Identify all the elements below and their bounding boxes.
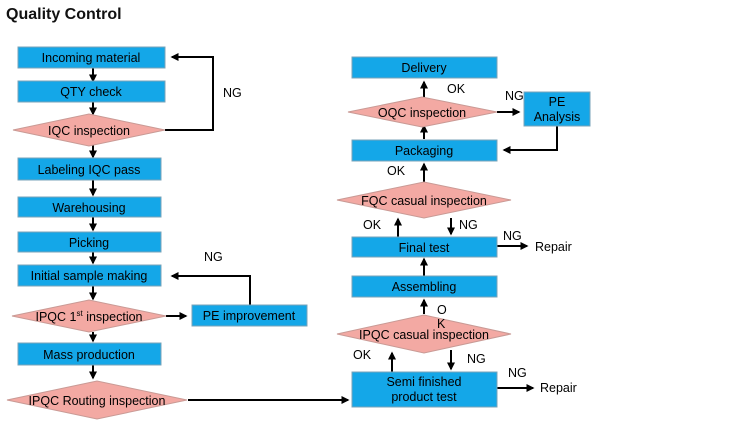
label-repair-final: Repair [535, 240, 572, 254]
label-ng-semi: NG [508, 366, 527, 380]
arrow-pe-analysis-to-packaging [502, 126, 558, 154]
label-repair-semi: Repair [540, 381, 577, 395]
node-picking: Picking [17, 231, 162, 253]
node-oqc-inspection: OQC inspection [347, 96, 498, 128]
label-ok-semi: OK [353, 348, 372, 362]
node-label: product test [391, 390, 457, 404]
node-pe-analysis: PE Analysis [523, 91, 591, 127]
node-label: IPQC Routing inspection [29, 394, 166, 408]
node-mass-production: Mass production [17, 342, 162, 366]
node-label: Initial sample making [31, 269, 148, 283]
node-qty-check: QTY check [17, 80, 166, 103]
label-ok-ipqc-casual-k: K [437, 317, 446, 331]
label-ok-packaging: OK [387, 164, 406, 178]
node-delivery: Delivery [351, 56, 498, 79]
node-label: OQC inspection [378, 106, 466, 120]
arrow-pe-improvement-ng-loop [170, 272, 251, 305]
node-label: Delivery [401, 61, 447, 75]
edge-labels: NG NG NG OK OK OK NG NG Repair O K OK NG… [204, 82, 577, 395]
ipqc1-label-superscript: st [77, 309, 84, 318]
node-ipqc-1st-inspection: IPQC 1st inspection [11, 299, 167, 333]
label-ng-initial: NG [204, 250, 223, 264]
node-label: Picking [69, 236, 109, 250]
node-label: FQC casual inspection [361, 194, 487, 208]
node-label: Assembling [392, 280, 457, 294]
node-label: Warehousing [52, 201, 125, 215]
label-ok-ipqc-casual-o: O [437, 303, 447, 317]
node-label: PE improvement [203, 309, 296, 323]
label-ok-fqc: OK [363, 218, 382, 232]
label-ng-fqc: NG [459, 218, 478, 232]
node-semi-finished-product-test: Semi finished product test [351, 371, 498, 408]
label-ng-final: NG [503, 229, 522, 243]
node-label: Labeling IQC pass [38, 163, 141, 177]
node-incoming-material: Incoming material [17, 46, 166, 69]
node-label: QTY check [60, 85, 122, 99]
ipqc1-label-main: IPQC 1 [36, 310, 77, 324]
node-labeling-iqc-pass: Labeling IQC pass [17, 157, 162, 181]
node-ipqc-routing-inspection: IPQC Routing inspection [6, 380, 188, 420]
node-label: Packaging [395, 144, 453, 158]
label-ng-oqc: NG [505, 89, 524, 103]
node-label: Analysis [534, 110, 581, 124]
node-iqc-inspection: IQC inspection [12, 113, 166, 147]
node-packaging: Packaging [351, 139, 498, 162]
node-pe-improvement: PE improvement [191, 304, 308, 327]
node-fqc-casual-inspection: FQC casual inspection [336, 181, 512, 219]
ipqc1-label-rest: inspection [83, 310, 143, 324]
node-label: Incoming material [42, 51, 141, 65]
connectors [89, 53, 558, 404]
node-assembling: Assembling [351, 275, 498, 298]
node-final-test: Final test [351, 236, 498, 258]
arrow-iqc-ng-loop [165, 53, 214, 131]
node-label: IPQC casual inspection [359, 328, 489, 342]
node-initial-sample-making: Initial sample making [17, 264, 162, 287]
node-label: Semi finished [386, 375, 461, 389]
label-ng-ipqc-casual: NG [467, 352, 486, 366]
node-label: PE [549, 95, 566, 109]
node-label: IQC inspection [48, 124, 130, 138]
label-ng-iqc: NG [223, 86, 242, 100]
node-label: Final test [399, 241, 450, 255]
node-warehousing: Warehousing [17, 196, 162, 218]
node-label: IPQC 1st inspection [36, 309, 143, 324]
node-label: Mass production [43, 348, 135, 362]
label-ok-oqc: OK [447, 82, 466, 96]
page-title: Quality Control [6, 6, 122, 23]
node-ipqc-casual-inspection: IPQC casual inspection [336, 314, 512, 354]
